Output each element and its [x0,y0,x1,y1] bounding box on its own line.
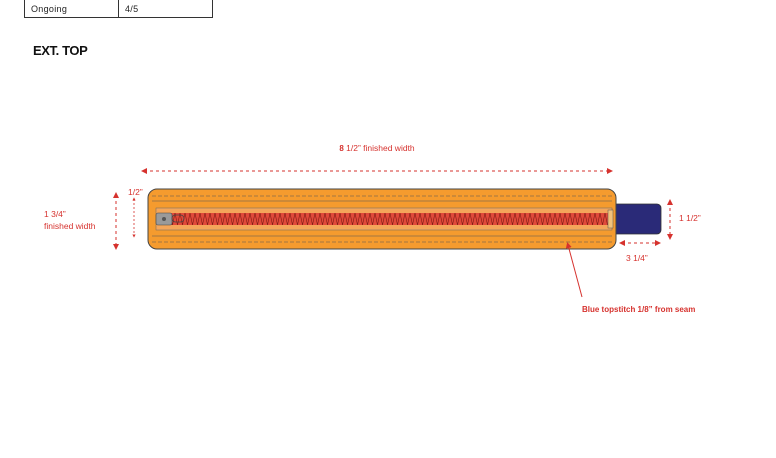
tab-width-dimension-label: 3 1/4” [626,253,648,263]
height-dimension-label-line1: 1 3/4” [44,209,66,219]
topstitch-leader-line [565,242,583,298]
width-dimension-label: 8 1/2” finished width [339,143,415,153]
seam-dimension-label: 1/2” [128,187,143,197]
status-label-cell: Ongoing [24,0,119,18]
zipper-end-stop [607,209,614,229]
status-value-cell: 4/5 [118,0,213,18]
zipper-teeth [159,212,608,226]
tab-height-dimension-label: 1 1/2” [679,213,701,223]
height-dimension-label-line2: finished width [44,221,96,231]
info-table: Ongoing 4/5 [24,0,213,18]
table-row: Ongoing 4/5 [24,0,213,18]
section-title: EXT. TOP [33,43,88,58]
topstitch-callout-label: Blue topstitch 1/8” from seam [582,305,695,314]
zipper-pull-icon [155,212,185,226]
